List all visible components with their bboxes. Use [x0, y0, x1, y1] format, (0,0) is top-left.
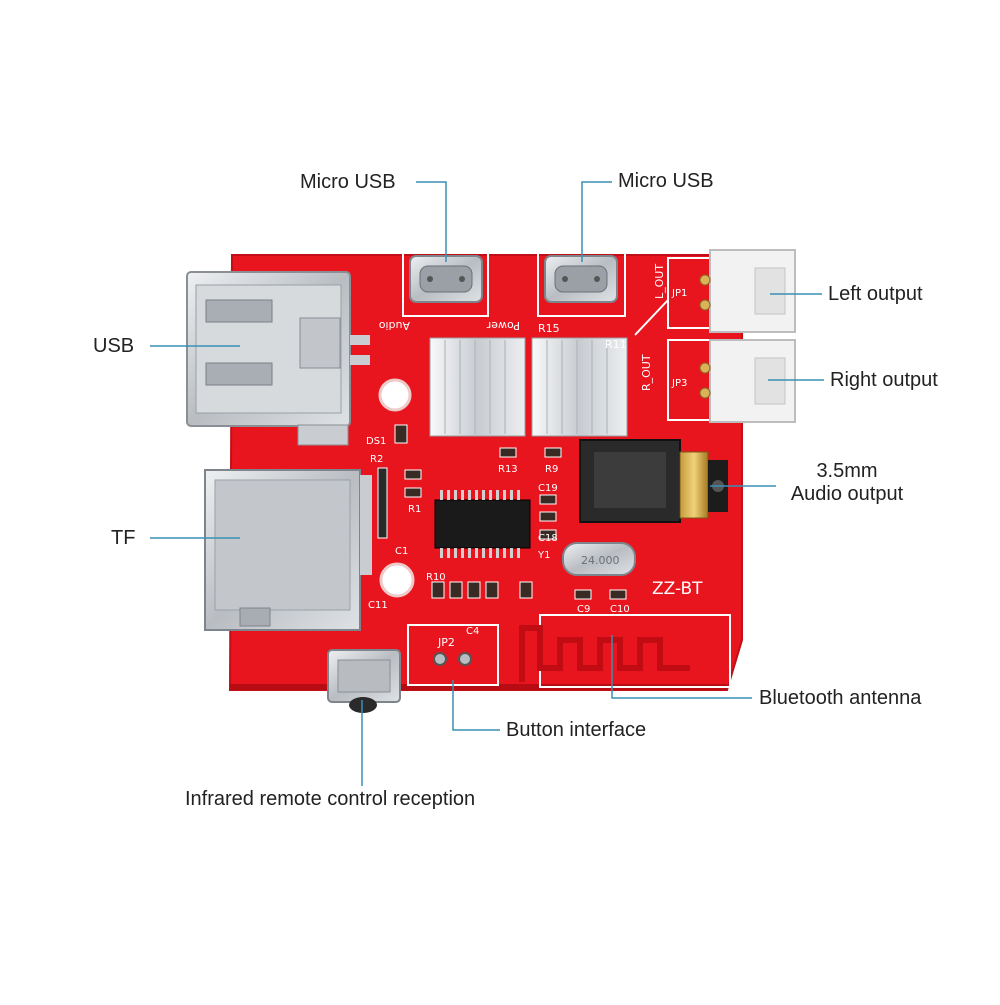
- label-tf: TF: [111, 527, 136, 549]
- audio-jack-3-5mm: [579, 439, 728, 523]
- ir-receiver: [327, 649, 401, 713]
- leader-lines: [150, 181, 824, 786]
- leader-micro-usb-left: [416, 181, 447, 262]
- micro-usb-right-connector: [544, 255, 618, 303]
- tf-card-slot: [204, 469, 372, 631]
- left-output-connector: [699, 249, 796, 333]
- silk-board-name: ZZ-BT: [652, 579, 703, 599]
- silk-r1: R1: [408, 504, 421, 515]
- crystal-marking: 24.000: [581, 554, 620, 567]
- smd-components: [377, 424, 627, 600]
- silk-ds1: DS1: [366, 436, 386, 447]
- silk-c9: C9: [577, 604, 590, 615]
- silk-c1: C1: [395, 546, 408, 557]
- silk-r9: R9: [545, 464, 558, 475]
- silk-c18: C18: [538, 533, 558, 544]
- heatsink-left: [429, 337, 526, 437]
- silk-y1: Y1: [537, 550, 550, 561]
- silk-r15: R15: [538, 322, 560, 335]
- label-left-output: Left output: [828, 283, 923, 305]
- pcb-bottom-strip: [230, 684, 727, 690]
- leader-bluetooth: [611, 635, 752, 699]
- silk-r10: R10: [426, 572, 446, 583]
- silk-jp2: JP2: [437, 636, 455, 649]
- label-infrared: Infrared remote control reception: [185, 788, 476, 810]
- main-ic: [434, 490, 531, 558]
- silk-power: Power: [486, 319, 520, 332]
- micro-usb-left-connector: [409, 255, 483, 303]
- right-output-connector: [699, 339, 796, 423]
- silk-audio: Audio: [378, 319, 410, 332]
- label-bluetooth-antenna: Bluetooth antenna: [759, 687, 922, 709]
- silk-r2: R2: [370, 454, 383, 465]
- label-right-output: Right output: [830, 369, 938, 391]
- label-audio-output-line2: Audio output: [790, 483, 904, 505]
- silk-r11: R11: [605, 338, 627, 351]
- label-button-interface: Button interface: [506, 719, 647, 741]
- mounting-hole-top: [378, 378, 412, 412]
- silk-c11: C11: [368, 600, 388, 611]
- usb-a-connector: [186, 271, 370, 446]
- label-audio-output: 3.5mm Audio output: [780, 460, 914, 506]
- silk-r-out: R_OUT: [640, 354, 653, 391]
- label-usb: USB: [93, 335, 135, 357]
- silk-c10: C10: [610, 604, 630, 615]
- silkscreen-text: Audio Power R15 R11 JP1 JP3 L_OUT R_OUT …: [366, 264, 703, 649]
- leader-micro-usb-right: [581, 181, 612, 262]
- silk-c19: C19: [538, 483, 558, 494]
- jp2-pads: [433, 652, 472, 666]
- label-micro-usb-right: Micro USB: [618, 170, 714, 192]
- mounting-hole-bottom: [379, 562, 415, 598]
- silk-r13: R13: [498, 464, 518, 475]
- leader-button: [452, 680, 500, 731]
- crystal-oscillator: [562, 542, 636, 576]
- silk-l-out: L_OUT: [653, 264, 666, 299]
- silk-jp3: JP3: [671, 378, 687, 389]
- silk-c4: C4: [466, 626, 479, 637]
- heatsink-right: [531, 337, 628, 437]
- bluetooth-antenna-trace: [519, 625, 690, 682]
- label-micro-usb-left: Micro USB: [300, 171, 396, 193]
- silk-jp1: JP1: [671, 288, 687, 299]
- label-audio-output-line1: 3.5mm: [816, 460, 878, 482]
